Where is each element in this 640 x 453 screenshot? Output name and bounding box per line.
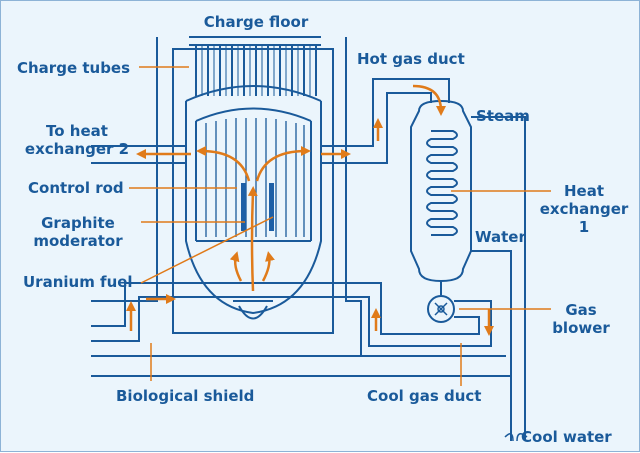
- label-charge-floor: Charge floor: [203, 13, 309, 31]
- label-to-heat-exchanger-2-line2: exchanger 2: [24, 140, 130, 158]
- fan-icon: [434, 302, 448, 316]
- label-hot-gas-duct: Hot gas duct: [357, 50, 465, 68]
- flow-arrow-icon: [126, 84, 494, 336]
- label-graphite-moderator-line2: moderator: [33, 232, 123, 250]
- label-heat-exchanger-1: Heat exchanger 1: [529, 182, 639, 236]
- label-cool-gas-duct: Cool gas duct: [367, 387, 482, 405]
- label-leaders: [129, 66, 551, 386]
- label-water: Water: [475, 228, 526, 246]
- label-heat-exchanger-1-line1: Heat: [563, 182, 605, 200]
- heat-exchanger-1: [410, 99, 526, 411]
- cool-water-pipe: [504, 411, 528, 442]
- label-gas-blower-line2: blower: [552, 319, 610, 337]
- graphite-core: [205, 118, 305, 237]
- biological-shield-structure: [91, 37, 511, 377]
- label-gas-blower-line1: Gas: [565, 301, 597, 319]
- label-heat-exchanger-1-line2: exchanger: [539, 200, 629, 218]
- label-to-heat-exchanger-2: To heat exchanger 2: [17, 122, 137, 158]
- cool-gas-duct: [91, 281, 492, 347]
- label-graphite-moderator-line1: Graphite: [41, 214, 115, 232]
- graphite-moderator: [241, 183, 274, 231]
- label-to-heat-exchanger-2-line1: To heat: [46, 122, 108, 140]
- label-gas-blower: Gas blower: [541, 301, 621, 337]
- label-cool-water: Cool water: [521, 428, 612, 446]
- label-biological-shield: Biological shield: [116, 387, 255, 405]
- label-charge-tubes: Charge tubes: [17, 59, 131, 77]
- label-uranium-fuel: Uranium fuel: [23, 273, 133, 291]
- reactor-vessel: [185, 85, 322, 320]
- label-heat-exchanger-1-line3: 1: [578, 218, 590, 236]
- charge-tubes: [189, 36, 321, 96]
- label-steam: Steam: [476, 107, 530, 125]
- label-control-rod: Control rod: [28, 179, 124, 197]
- label-graphite-moderator: Graphite moderator: [23, 214, 133, 250]
- hot-gas-duct: [91, 78, 450, 164]
